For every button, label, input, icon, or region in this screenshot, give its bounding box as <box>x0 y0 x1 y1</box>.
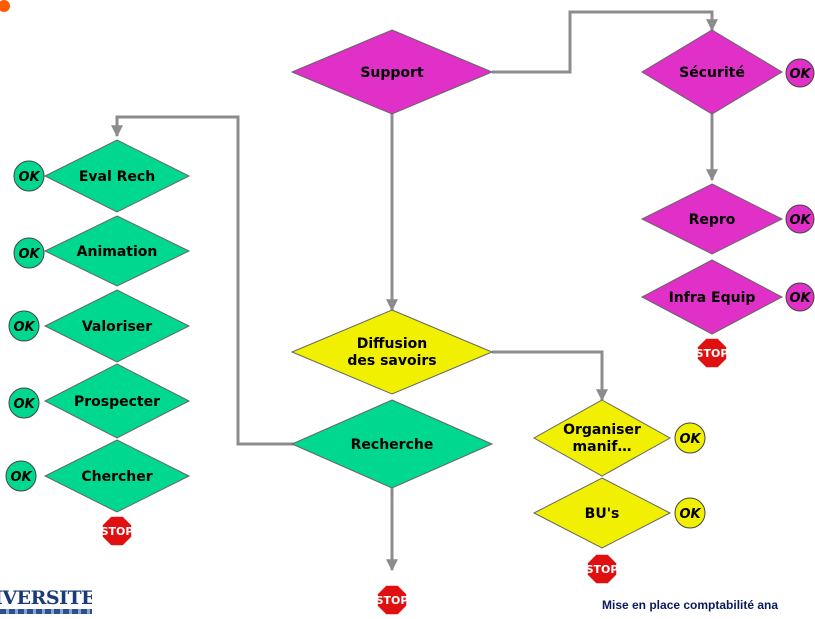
node-chercher: Chercher <box>43 439 191 513</box>
node-infra: Infra Equip <box>640 259 784 335</box>
node-repro-label: Repro <box>689 212 736 228</box>
ok-badge-organiser: OK <box>674 422 706 454</box>
stop-sign-infra: STOP <box>696 337 729 369</box>
ok-label: OK <box>10 470 32 485</box>
ok-label: OK <box>679 432 701 447</box>
connector-support-securite <box>492 10 718 74</box>
university-logo: IVERSITE <box>0 588 92 614</box>
node-valoriser-label: Valoriser <box>82 319 152 335</box>
node-infra-label: Infra Equip <box>669 290 756 306</box>
ok-badge-valoriser: OK <box>8 310 40 342</box>
ok-badge-prospecter: OK <box>8 387 40 419</box>
ok-label: OK <box>679 507 701 522</box>
node-organiser: Organiser manif… <box>532 399 672 477</box>
ok-label: OK <box>18 247 40 262</box>
stop-label: STOP <box>586 563 619 576</box>
logo-text: IVERSITE <box>0 588 92 609</box>
node-bus-label: BU's <box>585 506 620 522</box>
node-securite: Sécurité <box>641 29 783 115</box>
node-chercher-label: Chercher <box>81 469 152 485</box>
ok-badge-eval: OK <box>13 160 45 192</box>
node-organiser-label-1: Organiser <box>563 422 641 438</box>
node-valoriser: Valoriser <box>43 289 191 363</box>
node-animation: Animation <box>43 215 191 287</box>
stop-label: STOP <box>696 347 729 360</box>
ok-badge-infra: OK <box>785 282 815 312</box>
ok-badge-repro: OK <box>785 204 815 234</box>
node-diffusion-label-1: Diffusion <box>357 336 427 352</box>
ok-label: OK <box>789 213 811 228</box>
node-recherche: Recherche <box>290 399 494 489</box>
ok-label: OK <box>13 320 35 335</box>
logo-stripe <box>0 609 92 614</box>
node-diffusion: Diffusion des savoirs <box>290 309 494 395</box>
ok-label: OK <box>18 170 40 185</box>
node-prospecter-label: Prospecter <box>74 394 160 410</box>
node-diffusion-label-2: des savoirs <box>347 353 436 369</box>
footer-caption: Mise en place comptabilité ana <box>602 598 779 612</box>
node-eval: Eval Rech <box>43 139 191 213</box>
connector-diffusion-organiser <box>492 350 608 402</box>
stop-label: STOP <box>376 594 409 607</box>
ok-label: OK <box>789 67 811 82</box>
ok-badge-bus: OK <box>674 497 706 529</box>
ok-label: OK <box>13 397 35 412</box>
node-support-label: Support <box>360 65 424 81</box>
stop-label: STOP <box>101 525 134 538</box>
node-securite-label: Sécurité <box>679 65 745 81</box>
stop-sign-chercher: STOP <box>101 515 134 547</box>
node-organiser-label-2: manif… <box>573 439 632 455</box>
stop-sign-recherche: STOP <box>376 584 409 616</box>
ok-badge-securite: OK <box>785 58 815 88</box>
node-eval-label: Eval Rech <box>79 169 155 185</box>
node-recherche-label: Recherche <box>351 437 434 453</box>
ok-badge-animation: OK <box>13 237 45 269</box>
node-prospecter: Prospecter <box>43 363 191 439</box>
connector-recherche-eval <box>111 115 296 446</box>
stop-sign-bus: STOP <box>586 553 619 585</box>
ok-label: OK <box>789 291 811 306</box>
ok-badge-chercher: OK <box>5 460 37 492</box>
node-support: Support <box>290 29 494 115</box>
node-bus: BU's <box>532 477 672 549</box>
node-repro: Repro <box>640 183 784 255</box>
node-animation-label: Animation <box>77 244 158 260</box>
bullet-dot <box>0 0 10 12</box>
